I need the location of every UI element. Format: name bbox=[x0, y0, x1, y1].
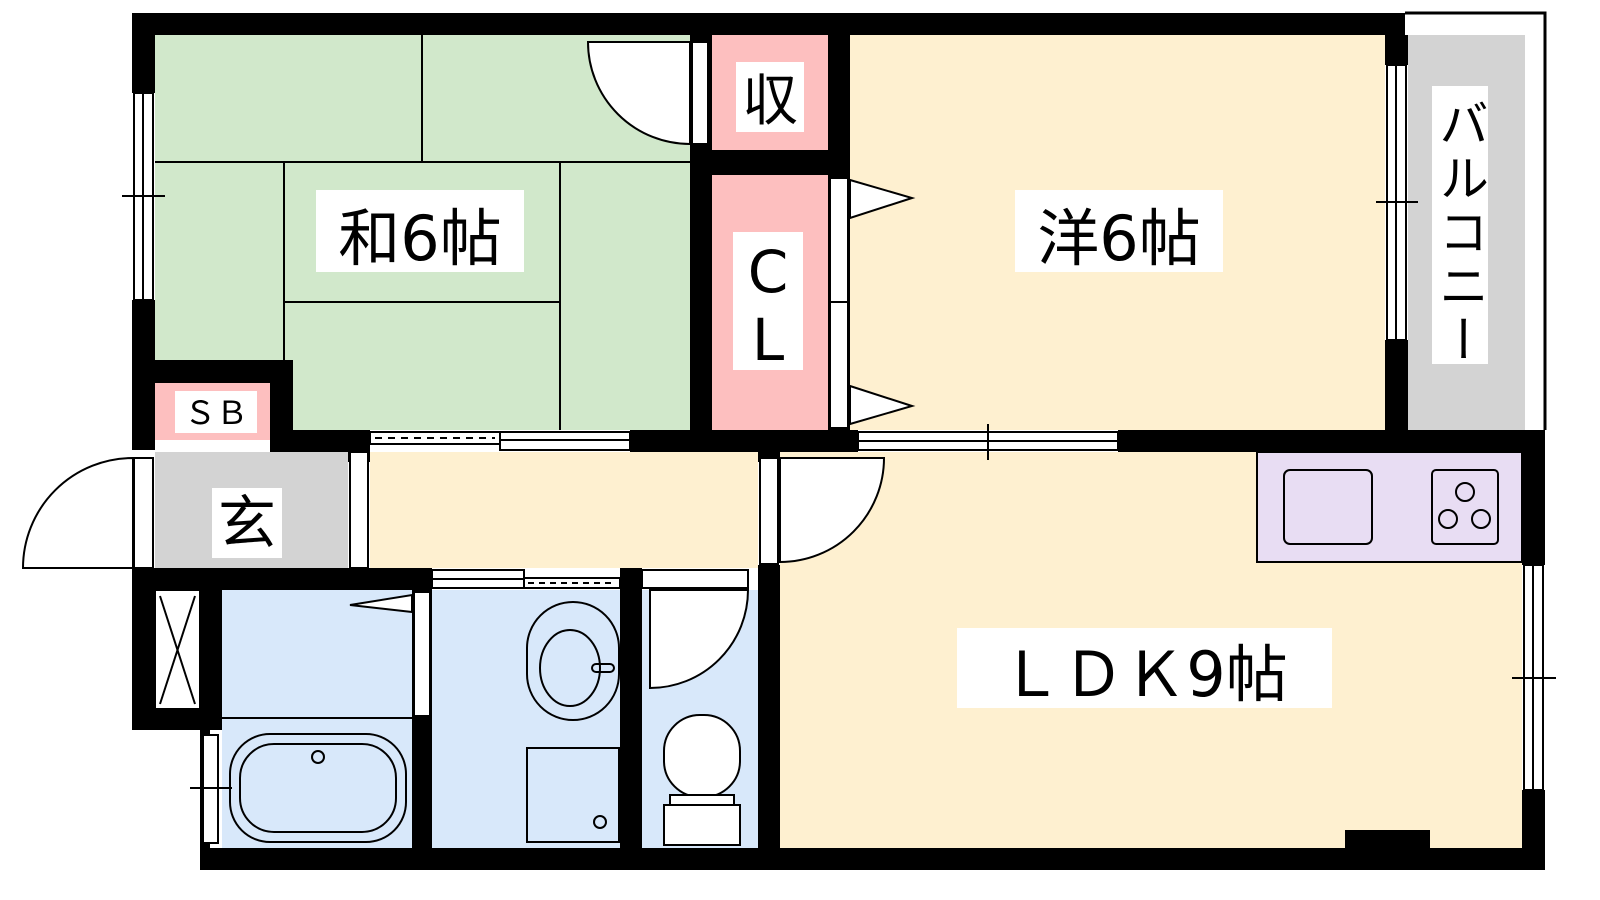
ldk-label: ＬＤＫ9帖 bbox=[1000, 638, 1287, 711]
entrance-label: 玄 bbox=[218, 489, 276, 557]
japanese-room-label: 和6帖 bbox=[338, 202, 501, 275]
doors bbox=[21, 41, 886, 690]
washing-machine-icon bbox=[526, 747, 620, 843]
stove-icon bbox=[1431, 469, 1499, 545]
closet-label-l: L bbox=[752, 306, 784, 374]
hallway bbox=[370, 452, 758, 568]
tatami-lines bbox=[155, 35, 690, 430]
balcony-rail bbox=[1405, 11, 1547, 430]
toilet-icon bbox=[663, 714, 741, 846]
washbasin-icon bbox=[526, 601, 620, 721]
storage-label: 収 bbox=[742, 69, 798, 134]
windows bbox=[122, 64, 1556, 844]
walls bbox=[132, 13, 1545, 870]
balcony-label: バルコニー bbox=[1431, 98, 1489, 368]
western-room-label: 洋6帖 bbox=[1037, 202, 1200, 275]
room-labels: 和6帖 洋6帖 収 C L ＳＢ 玄 バルコニー ＬＤＫ9帖 bbox=[175, 62, 1489, 711]
kitchen-counter bbox=[1256, 451, 1523, 563]
closet-label-c: C bbox=[748, 238, 789, 306]
shoe-box-label: ＳＢ bbox=[184, 394, 248, 432]
sink-icon bbox=[1283, 469, 1373, 545]
storage-cabinet bbox=[154, 589, 201, 711]
